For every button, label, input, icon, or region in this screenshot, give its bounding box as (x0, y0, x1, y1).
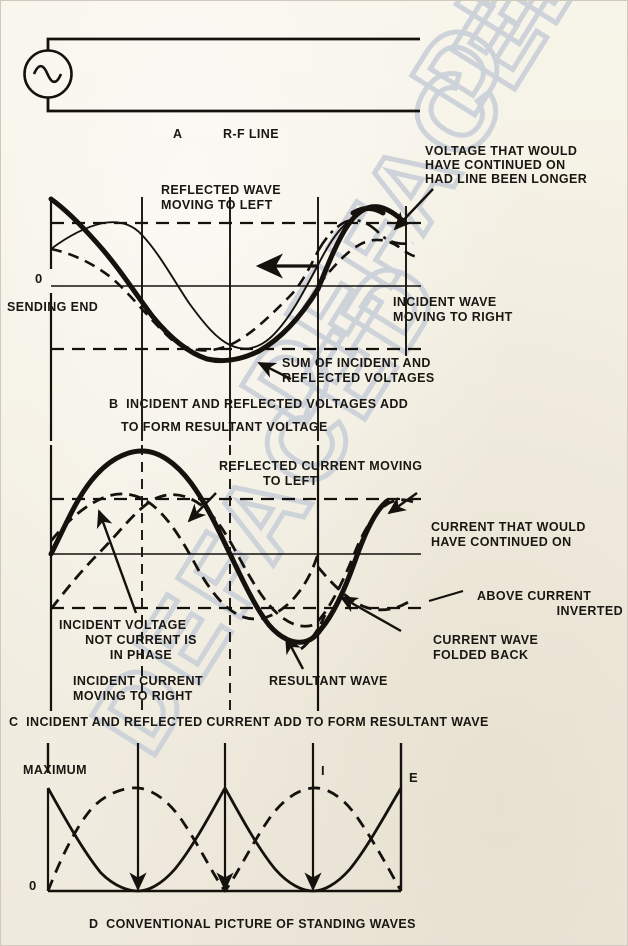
voltage-continued-line3: HAD LINE BEEN LONGER (425, 172, 588, 186)
panel-d-caption: D CONVENTIONAL PICTURE OF STANDING WAVES (89, 917, 416, 931)
panel-c-reflected-current (49, 492, 320, 621)
sum-voltages-line1: SUM OF INCIDENT AND (282, 356, 431, 370)
panel-b-caption-line2: TO FORM RESULTANT VOLTAGE (121, 420, 328, 434)
resultant-wave-label: RESULTANT WAVE (269, 674, 388, 688)
incident-voltage-phase-line2: NOT CURRENT IS (85, 633, 197, 647)
panel-d-standing-waves (46, 743, 403, 893)
incident-current-right-line2: MOVING TO RIGHT (73, 689, 193, 703)
line-bottom-conductor (46, 97, 420, 113)
current-wave-folded-line2: FOLDED BACK (433, 648, 529, 662)
panel-b-resultant-wave (48, 196, 321, 364)
line-top-conductor (46, 37, 420, 51)
panel-b-incident-continued (316, 218, 414, 252)
panel-a-letter: A (173, 127, 183, 141)
panel-b-resultant-extension (315, 204, 408, 292)
sum-voltages-line2: REFLECTED VOLTAGES (282, 371, 435, 385)
panel-c-caption: C INCIDENT AND REFLECTED CURRENT ADD TO … (9, 715, 489, 729)
current-continued-line1: CURRENT THAT WOULD (431, 520, 586, 534)
panel-d-voltage-curve (46, 786, 403, 893)
panel-b-leader-sum (257, 361, 292, 381)
panel-d-zero-label: 0 (29, 878, 37, 893)
panel-d-maximum-label: MAXIMUM (23, 763, 87, 777)
ac-source-sine-icon (32, 64, 63, 84)
incident-voltage-phase-line1: INCIDENT VOLTAGE (59, 618, 187, 632)
current-wave-folded-line1: CURRENT WAVE (433, 633, 539, 647)
panel-c-leader-phase (96, 509, 138, 614)
panel-c-current-graph (48, 445, 464, 711)
panel-c-leader-resultant (284, 635, 305, 670)
panel-c-resultant-extension (318, 498, 390, 632)
panel-c-leader-inverted (428, 589, 464, 603)
panel-b-caption-line1: B INCIDENT AND REFLECTED VOLTAGES ADD (109, 397, 409, 411)
panel-c-current-continued (316, 498, 420, 622)
reflected-current-left-line2: TO LEFT (263, 474, 318, 488)
current-continued-line2: HAVE CONTINUED ON (431, 535, 572, 549)
reflected-wave-left-line2: MOVING TO LEFT (161, 198, 273, 212)
panel-a-caption: R-F LINE (223, 127, 279, 141)
panel-b-reflected-right-trace (316, 238, 421, 287)
incident-wave-right-line2: MOVING TO RIGHT (393, 310, 513, 324)
panel-c-leader-folded (339, 595, 402, 633)
panel-c-leader-reflected (187, 492, 217, 523)
incident-current-right-line1: INCIDENT CURRENT (73, 674, 204, 688)
sending-end-label: SENDING END (7, 300, 99, 314)
panel-b-zero-label: 0 (35, 271, 43, 286)
panel-d-voltage-label: E (409, 770, 419, 785)
above-current-inverted-line1: ABOVE CURRENT (477, 589, 592, 603)
panel-c-current-inverted (316, 566, 414, 612)
incident-voltage-phase-line3: IN PHASE (109, 648, 173, 662)
panel-c-current-folded (300, 614, 327, 651)
panel-c-incident-current (49, 493, 319, 628)
reflected-current-left-line1: REFLECTED CURRENT MOVING (219, 459, 423, 473)
panel-d-current-label: I (321, 763, 326, 778)
panel-b-incident-wave (50, 247, 320, 352)
reflected-wave-left-line1: REFLECTED WAVE (161, 183, 281, 197)
panel-b-leader-voltage-continued (393, 188, 434, 231)
panel-b-voltage-graph (48, 188, 434, 441)
panel-b-reflected-wave (50, 221, 348, 350)
voltage-continued-line2: HAVE CONTINUED ON (425, 158, 566, 172)
incident-wave-right-line1: INCIDENT WAVE (393, 295, 497, 309)
voltage-continued-line1: VOLTAGE THAT WOULD (425, 144, 578, 158)
panel-b-resultant-peak (350, 206, 386, 216)
above-current-inverted-line2: INVERTED (556, 604, 623, 618)
panel-a-rf-line (23, 37, 420, 113)
panel-d-current-curve (46, 786, 403, 893)
panel-c-leader-continued (387, 492, 418, 515)
